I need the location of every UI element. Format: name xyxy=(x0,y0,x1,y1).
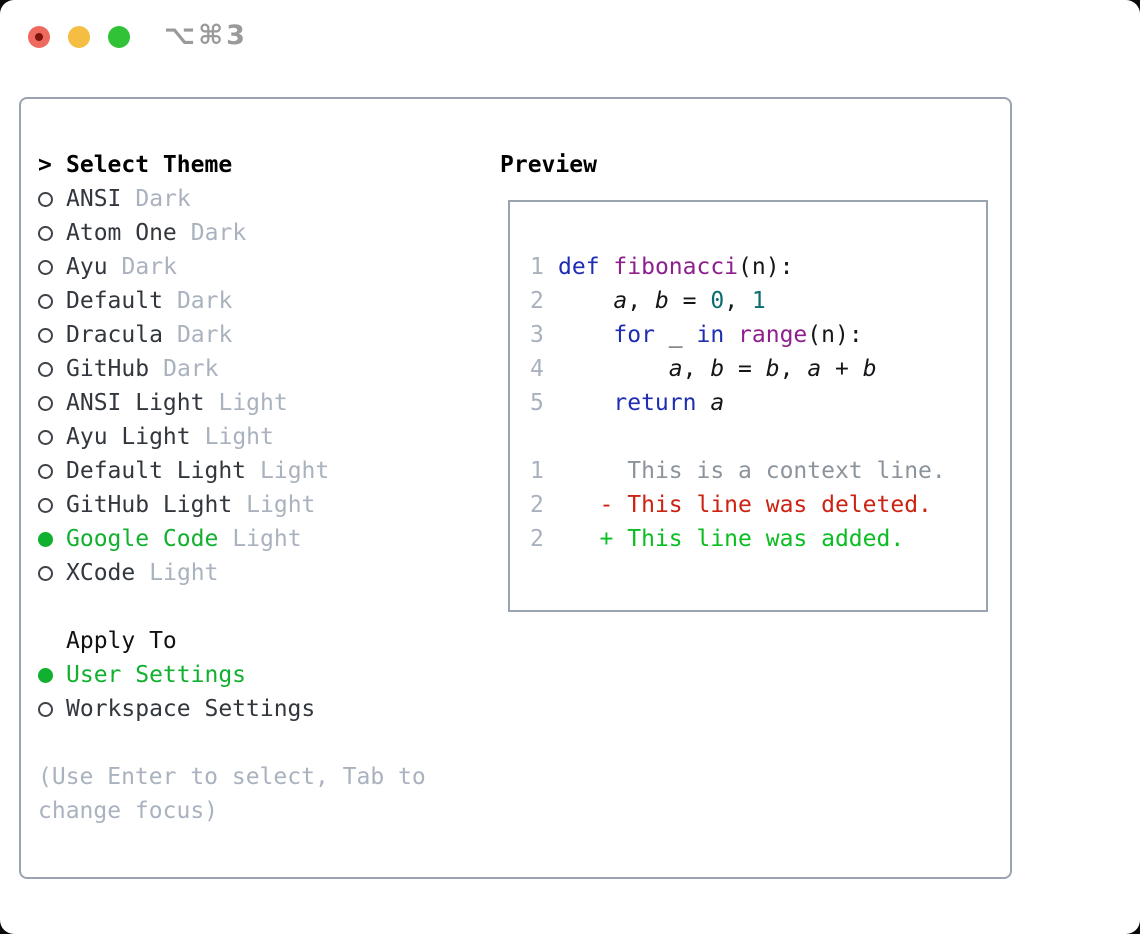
theme-item-github-dark[interactable]: GitHub Dark xyxy=(38,352,426,386)
apply-to-header-label: Apply To xyxy=(66,628,177,654)
theme-item-default-dark[interactable]: Default Dark xyxy=(38,284,426,318)
help-text-line2: change focus) xyxy=(38,798,219,824)
radio-unselected-icon xyxy=(38,701,53,717)
diff-deleted-marker: - xyxy=(599,492,628,518)
line-number: 4 xyxy=(530,356,544,382)
theme-variant: Light xyxy=(149,560,219,586)
theme-item-dracula-dark[interactable]: Dracula Dark xyxy=(38,318,426,352)
window-shortcut-label: ⌥⌘3 xyxy=(164,20,248,51)
theme-variant: Dark xyxy=(163,356,219,382)
line-number: 1 xyxy=(530,458,544,484)
diff-deleted-text: This line was deleted. xyxy=(627,492,932,518)
help-text-line1: (Use Enter to select, Tab to xyxy=(38,764,426,790)
code-line: 2 a, b = 0, 1 xyxy=(530,284,946,318)
close-dot-icon xyxy=(35,33,43,41)
line-number: 3 xyxy=(530,322,544,348)
diff-added-text: This line was added. xyxy=(627,526,905,552)
line-number: 2 xyxy=(530,526,544,552)
theme-variant: Dark xyxy=(176,288,233,314)
line-number: 2 xyxy=(530,288,544,314)
theme-variant: Dark xyxy=(176,322,233,348)
theme-variant: Light xyxy=(246,492,316,518)
theme-list: > Select Theme ANSI Dark Atom One Dark A… xyxy=(38,148,426,828)
theme-item-atom-one-dark[interactable]: Atom One Dark xyxy=(38,216,426,250)
focus-caret-icon: > xyxy=(38,152,52,178)
close-button[interactable] xyxy=(28,26,50,48)
diff-added-marker: + xyxy=(599,526,628,552)
apply-to-header: Apply To xyxy=(38,624,426,658)
apply-to-user-settings[interactable]: User Settings xyxy=(38,658,426,692)
theme-variant: Dark xyxy=(190,220,247,246)
diff-deleted-line: 2 - This line was deleted. xyxy=(530,488,946,522)
radio-unselected-icon xyxy=(38,225,53,241)
zoom-button[interactable] xyxy=(108,26,130,48)
select-theme-header: > Select Theme xyxy=(38,148,426,182)
radio-unselected-icon xyxy=(38,327,53,343)
radio-unselected-icon xyxy=(38,361,53,377)
radio-unselected-icon xyxy=(38,429,53,445)
theme-variant: Light xyxy=(218,390,288,416)
theme-variant: Dark xyxy=(135,186,191,212)
select-theme-header-label: Select Theme xyxy=(66,152,233,178)
radio-selected-icon xyxy=(38,531,53,547)
diff-added-line: 2 + This line was added. xyxy=(530,522,946,556)
line-number: 2 xyxy=(530,492,544,518)
spacer-row xyxy=(38,726,426,760)
radio-unselected-icon xyxy=(38,497,53,513)
code-line: 5 return a xyxy=(530,386,946,420)
theme-picker-panel: > Select Theme ANSI Dark Atom One Dark A… xyxy=(19,97,1012,879)
spacer-row xyxy=(38,590,426,624)
theme-variant: Dark xyxy=(121,254,177,280)
apply-to-workspace-settings[interactable]: Workspace Settings xyxy=(38,692,426,726)
preview-header: Preview xyxy=(500,152,597,178)
theme-variant: Light xyxy=(204,424,274,450)
theme-variant: Light xyxy=(232,526,302,552)
theme-item-xcode-light[interactable]: XCode Light xyxy=(38,556,426,590)
radio-unselected-icon xyxy=(38,565,53,581)
blank-line xyxy=(530,420,946,454)
code-line: 3 for _ in range(n): xyxy=(530,318,946,352)
radio-unselected-icon xyxy=(38,395,53,411)
theme-item-google-code-light[interactable]: Google Code Light xyxy=(38,522,426,556)
radio-unselected-icon xyxy=(38,191,53,207)
theme-item-ayu-light[interactable]: Ayu Light Light xyxy=(38,420,426,454)
line-number: 5 xyxy=(530,390,544,416)
theme-item-ayu-dark[interactable]: Ayu Dark xyxy=(38,250,426,284)
code-line: 4 a, b = b, a + b xyxy=(530,352,946,386)
diff-context-line: 1 This is a context line. xyxy=(530,454,946,488)
radio-selected-icon xyxy=(38,667,53,683)
radio-unselected-icon xyxy=(38,463,53,479)
theme-item-default-light[interactable]: Default Light Light xyxy=(38,454,426,488)
theme-item-ansi-dark[interactable]: ANSI Dark xyxy=(38,182,426,216)
minimize-button[interactable] xyxy=(68,26,90,48)
theme-item-ansi-light[interactable]: ANSI Light Light xyxy=(38,386,426,420)
diff-context-text: This is a context line. xyxy=(627,458,946,484)
line-number: 1 xyxy=(530,254,544,280)
theme-item-github-light[interactable]: GitHub Light Light xyxy=(38,488,426,522)
theme-variant: Light xyxy=(260,458,330,484)
titlebar xyxy=(28,26,130,48)
radio-unselected-icon xyxy=(38,293,53,309)
radio-unselected-icon xyxy=(38,259,53,275)
